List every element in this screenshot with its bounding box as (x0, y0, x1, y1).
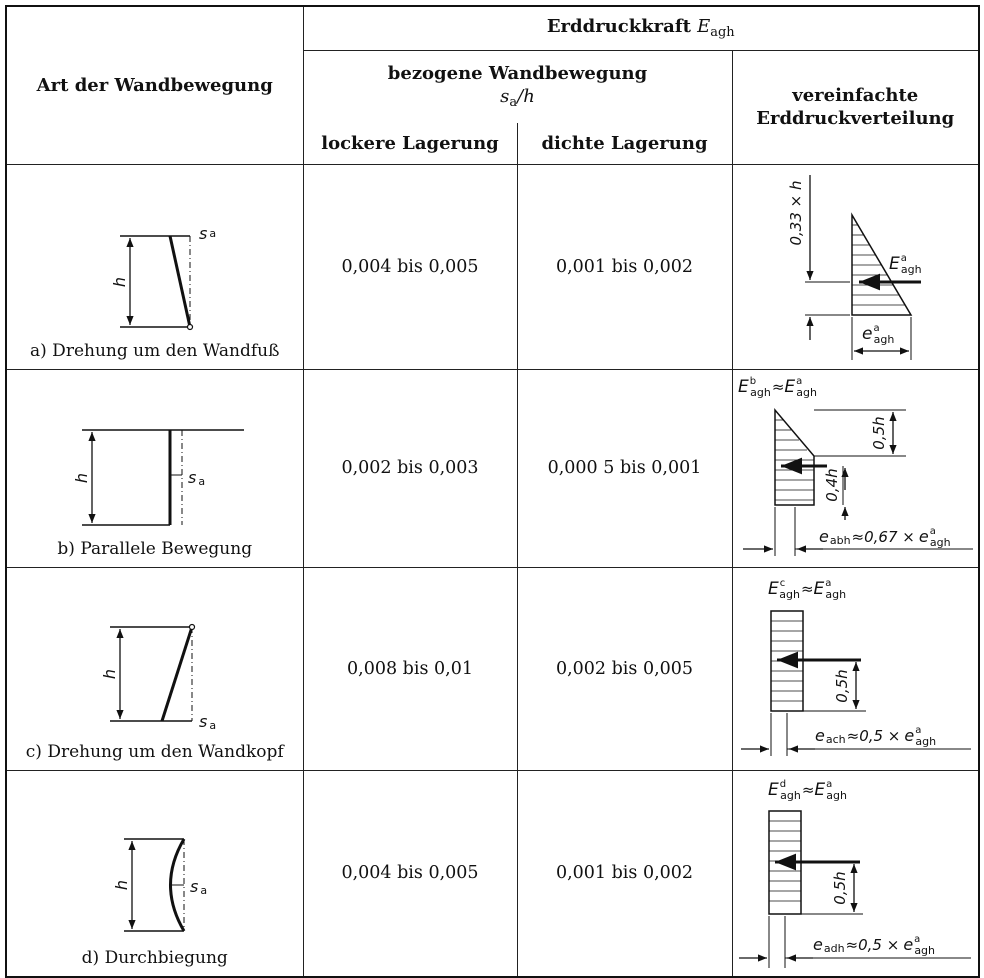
h-symbol: h (72, 472, 91, 482)
value-dichte: 0,000 5 bis 0,001 (516, 368, 733, 568)
value-lockere: 0,008 bis 0,01 (302, 566, 518, 771)
dim-05h: 0,5h (831, 871, 849, 904)
value-lockere: 0,002 bis 0,003 (302, 368, 518, 568)
case-label: d) Durchbiegung (81, 947, 228, 968)
value-dichte: 0,002 bis 0,005 (516, 566, 733, 771)
header-bezogene-wandbewegung: bezogene Wandbewegung sa/h (302, 49, 733, 123)
dim-05h: 0,5h (833, 669, 851, 702)
case-label: c) Drehung um den Wandkopf (25, 741, 284, 762)
value-lockere: 0,004 bis 0,005 (302, 163, 518, 370)
header-dichte-lagerung: dichte Lagerung (516, 123, 733, 165)
erddruck-table: Art der Wandbewegung Erddruckkraft Eagh … (5, 5, 980, 978)
value-dichte: 0,001 bis 0,002 (516, 163, 733, 370)
h-symbol: h (112, 879, 131, 889)
h-symbol: h (100, 668, 119, 678)
dim-04h: 0,4h (823, 468, 841, 501)
header-vereinfachte-erddruckverteilung: vereinfachte Erddruckverteilung (731, 49, 980, 165)
dim-033h: 0,33 × h (787, 180, 805, 245)
header-erddruckkraft: Erddruckkraft Eagh (302, 5, 980, 51)
h-symbol: h (110, 276, 129, 286)
dim-05h: 0,5h (870, 416, 888, 449)
value-dichte: 0,001 bis 0,002 (516, 769, 733, 977)
header-lockere-lagerung: lockere Lagerung (302, 123, 518, 165)
case-label: b) Parallele Bewegung (57, 538, 253, 559)
value-lockere: 0,004 bis 0,005 (302, 769, 518, 977)
case-label: a) Drehung um den Wandfuß (30, 340, 280, 361)
header-art-der-wandbewegung: Art der Wandbewegung (5, 5, 304, 165)
